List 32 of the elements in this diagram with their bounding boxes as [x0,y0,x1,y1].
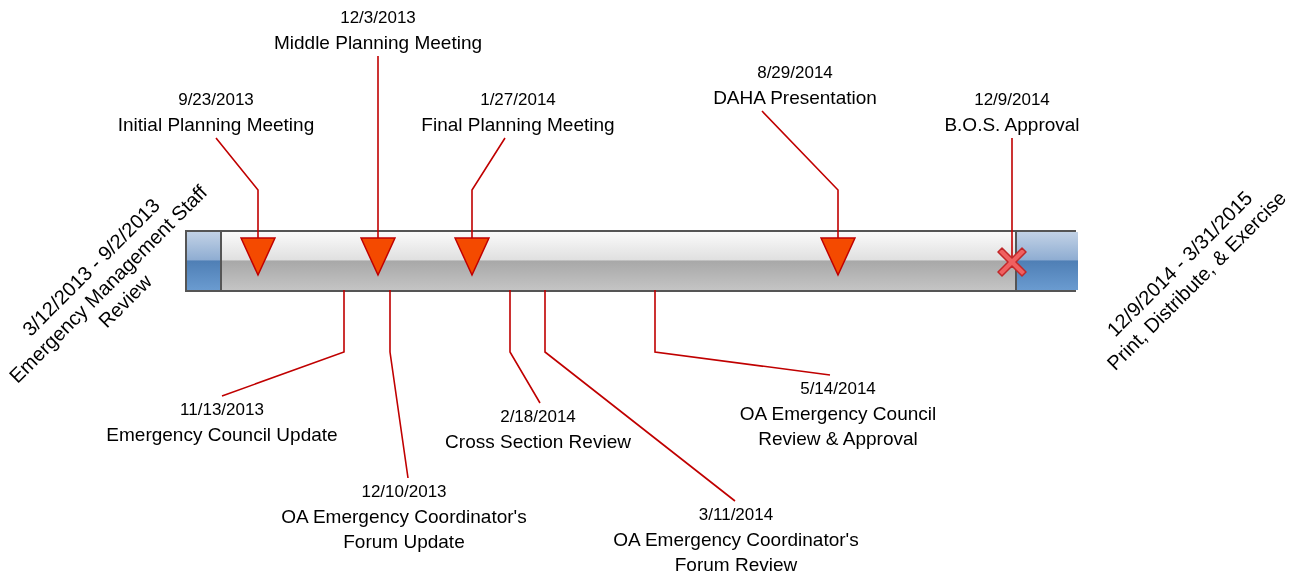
milestone-date: 5/14/2014 [800,378,876,400]
phase-segment [1015,232,1078,290]
milestone-date: 9/23/2013 [178,89,254,111]
milestone-label: B.O.S. Approval [944,113,1080,137]
leader-line [654,289,831,376]
milestone-date: 11/13/2013 [180,399,264,421]
milestone-date: 3/11/2014 [698,504,774,526]
milestone-arrow [360,55,396,276]
milestone-label: Cross Section Review [445,430,631,454]
leader-line [544,289,736,502]
milestone-date: 12/10/2013 [361,481,447,503]
milestone-date: 12/9/2014 [974,89,1050,111]
milestone-label: OA Emergency Council Review & Approval [738,402,938,451]
milestone-date: 8/29/2014 [757,62,833,84]
milestone-label: Middle Planning Meeting [273,31,483,55]
milestone-label: Emergency Council Update [106,423,338,447]
milestone-label: OA Emergency Coordinator's Forum Review [612,528,860,577]
timeline-bar [185,230,1076,292]
milestone-arrow [761,110,856,276]
leader-line [509,289,541,404]
milestone-arrow [454,137,506,276]
milestone-label: OA Emergency Coordinator's Forum Update [280,505,528,554]
milestone-date: 1/27/2014 [480,89,556,111]
leader-line [221,289,345,397]
milestone-arrow [215,137,276,276]
milestone-label: DAHA Presentation [713,86,877,110]
leader-line [389,289,409,479]
phase-segment [187,232,222,290]
milestone-date: 12/3/2013 [340,7,416,29]
milestone-label: Initial Planning Meeting [117,113,315,137]
milestone-label: Final Planning Meeting [421,113,615,137]
milestone-date: 2/18/2014 [500,406,576,428]
